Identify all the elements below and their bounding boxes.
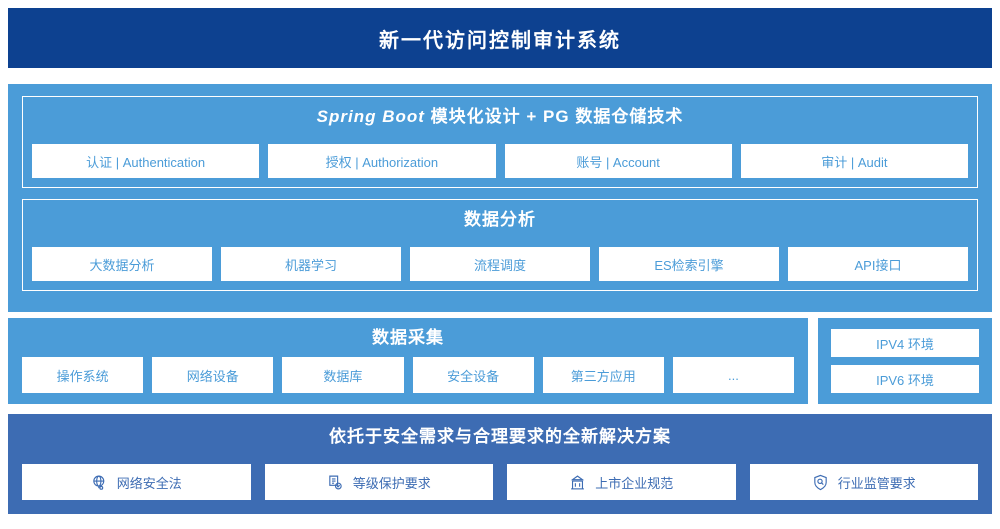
card-label: 大数据分析 (89, 257, 155, 273)
card-operating-system[interactable]: 操作系统 (22, 357, 144, 393)
header-banner: 新一代访问控制审计系统 (8, 8, 992, 68)
card-listed-company-standard[interactable]: 上市企业规范 (507, 464, 736, 500)
document-check-icon (327, 474, 344, 491)
data-collection-title: 数据采集 (372, 328, 444, 347)
card-database[interactable]: 数据库 (282, 357, 404, 393)
card-label: 审计 | Audit (821, 154, 888, 170)
card-ipv4-environment[interactable]: IPV4 环境 (831, 329, 979, 357)
card-label: 认证 | Authentication (86, 154, 206, 170)
architecture-panel: Spring Boot 模块化设计 + PG 数据仓储技术 认证 | Authe… (8, 84, 992, 312)
card-cybersecurity-law[interactable]: 网络安全法 (22, 464, 251, 500)
springboot-brand-text: Spring Boot (316, 107, 425, 126)
card-label: 等级保护要求 (352, 475, 431, 491)
card-label: 流程调度 (473, 257, 526, 273)
ip-environment-panel: IPV4 环境 IPV6 环境 (818, 318, 992, 404)
card-label: 安全设备 (447, 368, 500, 384)
card-label: API接口 (854, 257, 902, 273)
card-security-device[interactable]: 安全设备 (412, 357, 534, 393)
card-label: 行业监管要求 (837, 475, 916, 491)
card-label: 账号 | Account (576, 154, 660, 170)
globe-network-icon (91, 474, 108, 491)
card-label: 上市企业规范 (595, 475, 674, 491)
card-industry-regulation[interactable]: 行业监管要求 (749, 464, 978, 500)
page-title: 新一代访问控制审计系统 (379, 29, 621, 52)
card-label: ES检索引擎 (654, 257, 724, 273)
card-label: ... (728, 367, 739, 383)
card-api-interface[interactable]: API接口 (788, 247, 968, 281)
card-label: 网络设备 (186, 368, 239, 384)
solution-card-row: 网络安全法 等级保护要求 (22, 464, 978, 500)
card-account[interactable]: 账号 | Account (504, 144, 732, 178)
card-machine-learning[interactable]: 机器学习 (221, 247, 401, 281)
card-ipv6-environment[interactable]: IPV6 环境 (831, 365, 979, 393)
springboot-group-title: Spring Boot 模块化设计 + PG 数据仓储技术 (23, 108, 977, 125)
card-label: IPV6 环境 (876, 372, 934, 388)
card-label: 操作系统 (56, 368, 109, 384)
card-audit[interactable]: 审计 | Audit (740, 144, 968, 178)
card-label: 授权 | Authorization (325, 154, 439, 170)
card-authorization[interactable]: 授权 | Authorization (268, 144, 496, 178)
card-label: 机器学习 (284, 257, 337, 273)
card-network-device[interactable]: 网络设备 (152, 357, 274, 393)
card-classified-protection[interactable]: 等级保护要求 (264, 464, 493, 500)
shield-search-icon (812, 474, 829, 491)
bank-building-icon (569, 474, 586, 491)
card-label: 第三方应用 (570, 368, 636, 384)
card-big-data-analysis[interactable]: 大数据分析 (32, 247, 212, 281)
card-authentication[interactable]: 认证 | Authentication (32, 144, 260, 178)
card-label: IPV4 环境 (876, 336, 934, 352)
card-label: 数据库 (323, 368, 363, 384)
data-analysis-card-row: 大数据分析 机器学习 流程调度 ES检索引擎 API接口 (32, 247, 968, 281)
springboot-card-row: 认证 | Authentication 授权 | Authorization 账… (32, 144, 968, 178)
data-collection-card-row: 操作系统 网络设备 数据库 安全设备 第三方应用 ... (22, 357, 795, 393)
data-collection-panel: 数据采集 操作系统 网络设备 数据库 安全设备 第三方应用 ... (8, 318, 808, 404)
springboot-group: Spring Boot 模块化设计 + PG 数据仓储技术 认证 | Authe… (22, 96, 978, 188)
springboot-title-rest: 模块化设计 + PG 数据仓储技术 (424, 107, 684, 126)
card-third-party-app[interactable]: 第三方应用 (542, 357, 664, 393)
card-process-scheduling[interactable]: 流程调度 (410, 247, 590, 281)
data-analysis-group: 数据分析 大数据分析 机器学习 流程调度 ES检索引擎 API接口 (22, 199, 978, 291)
card-es-search-engine[interactable]: ES检索引擎 (599, 247, 779, 281)
solution-title: 依托于安全需求与合理要求的全新解决方案 (329, 427, 671, 446)
card-label: 网络安全法 (116, 475, 182, 491)
data-analysis-group-title: 数据分析 (464, 210, 536, 229)
card-more-ellipsis[interactable]: ... (672, 357, 795, 393)
solution-panel: 依托于安全需求与合理要求的全新解决方案 网络安全法 (8, 414, 992, 514)
